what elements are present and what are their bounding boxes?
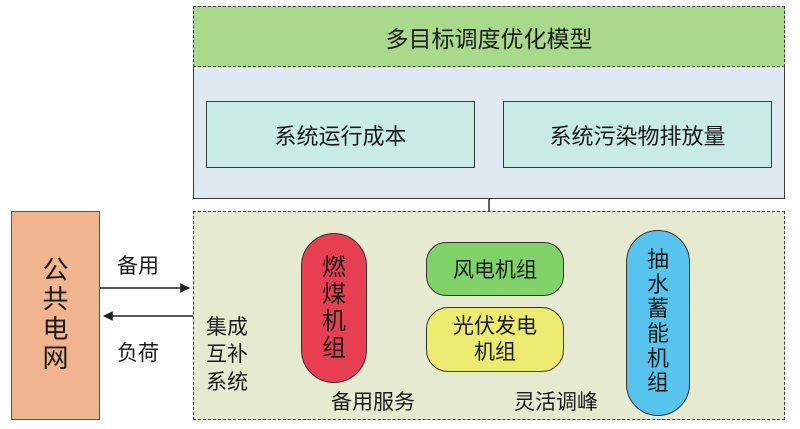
grid-label-line: 网 xyxy=(42,343,69,374)
pv-label-line: 机组 xyxy=(474,339,516,364)
public-grid-box: 公 共 电 网 xyxy=(11,211,100,420)
backup-service-label: 备用服务 xyxy=(331,390,415,414)
backup-link-label: 备用 xyxy=(117,254,159,278)
coal-label-line: 燃 xyxy=(322,253,346,282)
load-link-label: 负荷 xyxy=(117,341,159,365)
objective-pollutant-emission: 系统污染物排放量 xyxy=(503,101,772,168)
coal-label-line: 机 xyxy=(322,307,346,335)
system-label-line: 集成 xyxy=(206,315,248,339)
integrated-system-label: 集成 互补 系统 xyxy=(206,314,248,396)
pumped-label-line: 水 xyxy=(646,272,669,298)
pumped-label-line: 组 xyxy=(646,371,669,397)
pv-unit: 光伏发电 机组 xyxy=(426,307,564,372)
model-title: 多目标调度优化模型 xyxy=(193,6,785,67)
pumped-storage-unit: 抽 水 蓄 能 机 组 xyxy=(626,230,690,416)
coal-label-line: 组 xyxy=(322,333,346,362)
grid-label-line: 电 xyxy=(42,314,69,345)
pumped-label-line: 抽 xyxy=(646,248,669,274)
grid-label-line: 公 xyxy=(42,256,69,287)
pumped-label-line: 能 xyxy=(646,322,669,347)
pv-label-line: 光伏发电 xyxy=(453,314,537,339)
objective-operating-cost: 系统运行成本 xyxy=(206,101,475,168)
pumped-label-line: 蓄 xyxy=(646,297,669,323)
system-label-line: 互补 xyxy=(206,342,248,367)
flexible-peaking-label: 灵活调峰 xyxy=(514,390,598,414)
pumped-label-line: 机 xyxy=(646,346,669,372)
coal-unit: 燃 煤 机 组 xyxy=(301,233,367,383)
wind-unit: 风电机组 xyxy=(426,242,564,296)
grid-label-line: 共 xyxy=(42,285,69,316)
coal-label-line: 煤 xyxy=(322,280,346,309)
system-label-line: 系统 xyxy=(206,369,248,394)
